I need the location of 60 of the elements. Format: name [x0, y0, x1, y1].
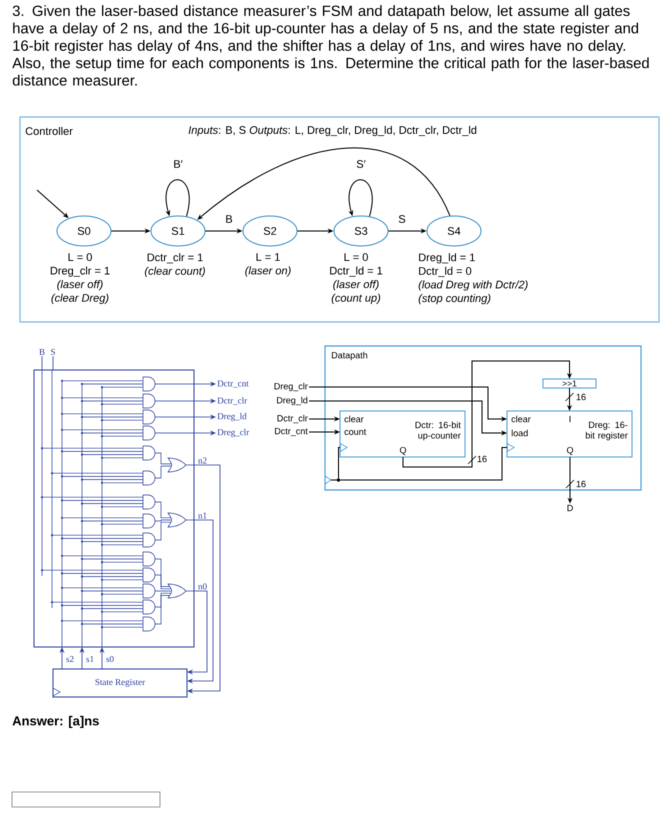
- bus-line: [402, 360, 572, 468]
- node-label: Dctr_ld = 1: [330, 266, 382, 277]
- panel-heading: Controller: [26, 126, 73, 136]
- component-name: Dreg: 16-bit register: [586, 422, 628, 440]
- node-label: L = 0: [68, 253, 92, 261]
- edge-label: S: [398, 214, 406, 224]
- state-output-text: L = 0 Dctr_ld = 1 (laser off) (count up): [330, 253, 382, 304]
- control-signal-label: Dctr_cnt: [275, 428, 308, 436]
- state-output-text: L = 0 Dreg_clr = 1 (laser off) (clear Dreg): [50, 253, 110, 304]
- output-signal-label: Dctr_clr: [217, 397, 248, 405]
- edge-label: B′: [172, 159, 184, 169]
- answer-label: Answer: [a]ns: [12, 716, 99, 728]
- edge-label: S′: [356, 159, 366, 169]
- state-output-text: Dctr_clr = 1 (clear count): [144, 253, 205, 278]
- control-signal-label: Dreg_clr: [274, 382, 308, 392]
- port-label: count: [344, 429, 366, 435]
- node-label: (count up): [332, 294, 380, 304]
- output-label: D: [568, 504, 573, 512]
- edge-label: s0: [105, 655, 115, 663]
- panel-heading: Datapath: [332, 352, 368, 360]
- node-label: Dreg_clr = 1: [50, 266, 110, 277]
- output-signal-label: Dreg_ld: [217, 412, 247, 422]
- port-label: Q: [400, 447, 406, 455]
- register-box: State Register: [52, 668, 188, 698]
- node-label: Dreg_ld = 1: [419, 253, 475, 264]
- edge-label: s2: [65, 655, 75, 663]
- output-signal-label: Dctr_cnt: [217, 380, 249, 388]
- node-label: (stop counting): [418, 294, 490, 304]
- arrow: [340, 442, 515, 480]
- edge-label: n1: [197, 512, 208, 520]
- node-label: L = 0: [344, 253, 368, 261]
- port-label: Q: [566, 447, 574, 455]
- node-label: (clear Dreg): [51, 294, 108, 304]
- node-label: (laser off): [333, 280, 379, 290]
- edge-label: n2: [197, 456, 208, 464]
- wire: [52, 356, 54, 370]
- state-output-text: L = 1 (laser on): [245, 253, 291, 277]
- node-label: (load Dreg with Dctr/2): [418, 280, 528, 291]
- edge-label: 16: [575, 480, 587, 488]
- input-signal-label: B: [39, 349, 45, 355]
- state-output-text: Dreg_ld = 1 Dctr_ld = 0 (load Dreg with Dctr/2) (stop counting): [418, 253, 528, 304]
- input-signal-label: S: [51, 348, 55, 356]
- component-name: Dctr: 16-bit up-counter: [416, 422, 461, 440]
- port-label: clear: [344, 416, 364, 422]
- edge-label: 16: [476, 455, 488, 463]
- edge-label: n0: [197, 582, 208, 590]
- edge-label: B: [224, 214, 234, 224]
- port-label: load: [512, 430, 528, 436]
- node-label: (laser off): [57, 280, 103, 290]
- port-label: clear: [512, 416, 531, 422]
- edge-label: 16: [575, 393, 587, 401]
- question-text: 3. Given the laser-based distance measurer’s FSM and datapath below, let assume all gates have a delay of 2 ns, and the 16-bit up-counter has a delay of 5 ns, and the state register and 16-bit register has delay of 4ns, and the shifter has a delay of 1ns, and wires have no delay. Also, the setup time for each components is 1ns. Determine the critical path for the laser-based distance measurer.: [12, 5, 649, 86]
- arrow: [338, 442, 348, 479]
- control-signal-label: Dctr_clr: [278, 414, 308, 424]
- io-signal-list: Inputs: B, S Outputs: L, Dreg_clr, Dreg_ld, Dctr_clr, Dctr_ld: [188, 126, 476, 136]
- edge-label: s1: [85, 655, 95, 663]
- node-label: Dctr_ld = 0: [419, 266, 472, 277]
- output-signal-label: Dreg_clr: [217, 428, 250, 438]
- shifter-box: >>1: [542, 378, 596, 388]
- control-signal-label: Dreg_ld: [277, 396, 308, 406]
